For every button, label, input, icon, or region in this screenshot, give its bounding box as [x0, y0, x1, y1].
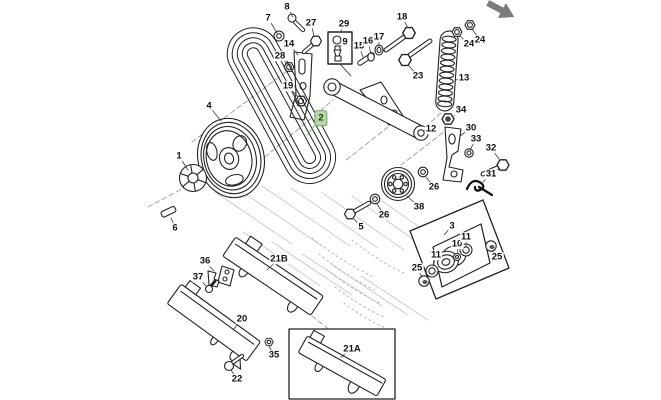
callout-7[interactable]: 7: [264, 12, 272, 24]
callout-28[interactable]: 28: [273, 50, 287, 62]
callout-19[interactable]: 19: [281, 80, 295, 92]
callout-35[interactable]: 35: [267, 349, 281, 361]
callout-17[interactable]: 17: [372, 31, 386, 43]
callout-15[interactable]: 15: [352, 40, 366, 52]
callout-18[interactable]: 18: [395, 11, 409, 23]
callout-6[interactable]: 6: [171, 222, 179, 234]
callout-24[interactable]: 24: [462, 38, 476, 50]
nut-24-drawing: [451, 20, 476, 37]
callout-37[interactable]: 37: [191, 271, 205, 283]
callout-20[interactable]: 20: [235, 313, 249, 325]
bolt-5-drawing: [343, 200, 372, 220]
callout-34[interactable]: 34: [454, 104, 468, 116]
callout-11[interactable]: 11: [429, 249, 443, 261]
idler-kit-box-3: [409, 199, 510, 300]
callout-26[interactable]: 26: [377, 209, 391, 221]
callout-2[interactable]: 2: [314, 110, 328, 126]
callout-21A[interactable]: 21A: [342, 343, 362, 355]
callout-25[interactable]: 25: [410, 262, 424, 274]
kit-box-29: [327, 31, 353, 77]
mount-bracket-14-drawing: [289, 51, 313, 121]
callout-10[interactable]: 10: [450, 238, 464, 250]
callout-23[interactable]: 23: [411, 70, 425, 82]
callout-1[interactable]: 1: [175, 150, 183, 162]
locking-pin-31-drawing: [465, 179, 494, 197]
callout-5[interactable]: 5: [357, 221, 365, 233]
next-diagram-arrow-icon[interactable]: [484, 0, 518, 25]
belt-drawing: [226, 27, 337, 184]
callout-16[interactable]: 16: [361, 35, 375, 47]
callout-27[interactable]: 27: [304, 17, 318, 29]
callout-32[interactable]: 32: [484, 142, 498, 154]
clamp-36-drawing: [207, 265, 235, 288]
key-drawing: [160, 206, 177, 218]
callout-14[interactable]: 14: [282, 38, 296, 50]
washer-26-right-drawing: [417, 166, 429, 178]
callout-29[interactable]: 29: [337, 18, 351, 30]
callout-33[interactable]: 33: [469, 133, 483, 145]
nut-35-drawing: [264, 337, 274, 347]
callout-26[interactable]: 26: [427, 181, 441, 193]
callout-21B[interactable]: 21B: [269, 253, 289, 265]
bolt-22-drawing: [223, 353, 245, 372]
callout-3[interactable]: 3: [448, 220, 456, 232]
callout-22[interactable]: 22: [230, 373, 244, 385]
washer-33-drawing: [464, 148, 474, 158]
callout-12[interactable]: 12: [424, 123, 438, 135]
callout-4[interactable]: 4: [205, 100, 213, 112]
bolt-8-drawing: [287, 13, 306, 33]
callout-13[interactable]: 13: [457, 72, 471, 84]
callout-25[interactable]: 25: [490, 251, 504, 263]
fan-hub-drawing: [178, 163, 208, 193]
callout-24[interactable]: 24: [473, 34, 487, 46]
tension-spring-drawing: [435, 30, 459, 112]
callout-9[interactable]: 9: [341, 36, 349, 48]
washer-26-left-drawing: [369, 193, 381, 205]
callout-8[interactable]: 8: [283, 1, 291, 13]
tensioner-arm-drawing: [323, 78, 429, 141]
anchor-bracket-30-drawing: [442, 126, 464, 183]
idler-pulley-38-drawing: [380, 166, 416, 202]
nut-34-drawing: [441, 113, 455, 125]
shield-21a-box: [288, 328, 396, 400]
washer-17-drawing: [374, 44, 384, 56]
washer-7-drawing: [273, 30, 285, 42]
callout-11[interactable]: 11: [459, 231, 473, 243]
bolt-18-drawing: [383, 26, 416, 53]
bolt-27-drawing: [301, 35, 323, 55]
drive-pulley-drawing: [196, 117, 266, 199]
callout-30[interactable]: 30: [464, 122, 478, 134]
callout-36[interactable]: 36: [198, 255, 212, 267]
callout-31[interactable]: 31: [484, 168, 498, 180]
callout-38[interactable]: 38: [412, 201, 426, 213]
bolt-23-drawing: [398, 38, 433, 67]
shield-21b-drawing: [222, 235, 324, 316]
